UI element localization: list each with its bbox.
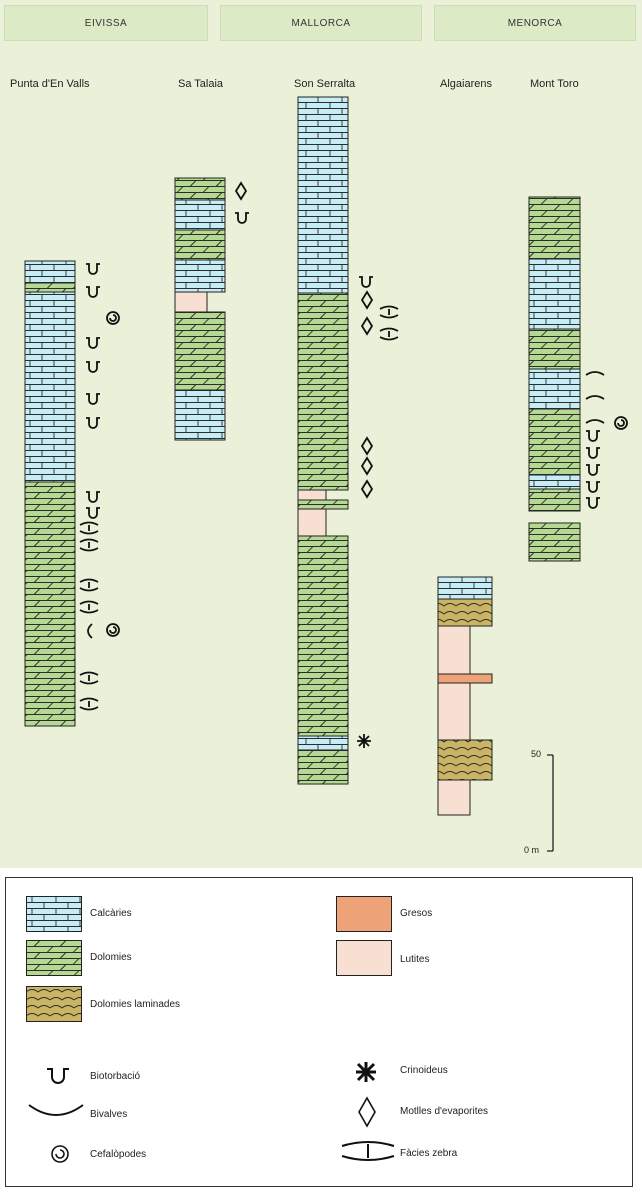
evaporite-icon [234,181,248,201]
region-label: MALLORCA [291,17,351,29]
zebra-icon [79,671,99,685]
legend-label-cefalopodes: Cefalòpodes [90,1149,147,1160]
biotorbacio-icon [86,263,100,275]
region-header-mallorca: MALLORCA [220,5,422,41]
legend-label-bivalves: Bivalves [90,1109,128,1120]
section-label-punta: Punta d'En Valls [10,78,90,90]
biotorbacio-icon [586,481,600,493]
bivalve-icon [585,371,605,376]
bivalve-icon [585,395,605,400]
legend: Calcàries Dolomies Dolomies laminades Gr… [5,877,633,1187]
biotorbacio-icon [86,286,100,298]
evaporite-icon [358,1096,376,1128]
column-punta [24,260,76,727]
swatch-lutites [336,940,392,976]
biotorbacio-icon [47,1068,69,1084]
evaporite-icon [360,290,374,310]
region-header-eivissa: EIVISSA [4,5,208,41]
cefalopode-icon [106,311,120,325]
biotorbacio-icon [86,507,100,519]
biotorbacio-icon [359,276,373,288]
cefalopode-icon [106,623,120,637]
legend-label-crinoideus: Crinoideus [400,1065,448,1076]
region-label: MENORCA [507,17,563,29]
bivalve-icon [87,623,93,639]
biotorbacio-icon [586,447,600,459]
section-label-monttoro: Mont Toro [530,78,579,90]
zebra-icon [79,578,99,592]
zebra-icon [379,327,399,341]
section-label-talaia: Sa Talaia [178,78,224,90]
biotorbacio-icon [86,393,100,405]
legend-label-gresos: Gresos [400,908,433,919]
evaporite-icon [360,436,374,456]
column-monttoro [528,196,581,562]
legend-label-biotorbacio: Biotorbació [90,1071,141,1082]
legend-label-dolomies-laminades: Dolomies laminades [90,999,181,1010]
legend-label-zebra: Fàcies zebra [400,1148,458,1159]
column-talaia [174,177,226,441]
swatch-gresos [336,896,392,932]
swatch-dolomies [26,940,82,976]
legend-label-motlles: Motlles d'evaporites [400,1106,489,1117]
scale-bar [547,754,554,852]
bivalve-icon [585,419,605,424]
biotorbacio-icon [86,361,100,373]
legend-label-dolomies: Dolomies [90,952,132,963]
swatch-dolomies-laminades [26,986,82,1022]
legend-label-calcaries: Calcàries [90,908,132,919]
biotorbacio-icon [586,464,600,476]
evaporite-icon [360,316,374,336]
cefalopode-icon [614,416,628,430]
region-label: EIVISSA [84,17,128,29]
biotorbacio-icon [586,497,600,509]
evaporite-icon [360,456,374,476]
legend-label-lutites: Lutites [400,954,430,965]
swatch-calcaries [26,896,82,932]
crinoideus-icon [356,1062,376,1082]
stratigraphic-columns [24,96,628,852]
bivalve-icon [28,1104,84,1116]
evaporite-icon [360,479,374,499]
scale-label-top: 50 [531,749,542,759]
fossil-symbols [79,181,628,748]
zebra-icon [79,521,99,535]
crinoideus-icon [357,734,371,748]
column-serralta [297,96,349,785]
section-label-serralta: Son Serralta [294,78,356,90]
cefalopode-icon [51,1145,69,1163]
column-algaiarens [437,576,493,816]
section-label-algaiarens: Algaiarens [440,78,492,90]
biotorbacio-icon [586,430,600,442]
region-header-menorca: MENORCA [434,5,636,41]
biotorbacio-icon [235,212,249,224]
zebra-icon [79,697,99,711]
scale-label-bottom: 0 m [524,845,540,855]
biotorbacio-icon [86,337,100,349]
zebra-icon [79,600,99,614]
zebra-icon [79,538,99,552]
biotorbacio-icon [86,417,100,429]
zebra-icon [379,305,399,319]
biotorbacio-icon [86,491,100,503]
zebra-icon [341,1141,395,1161]
